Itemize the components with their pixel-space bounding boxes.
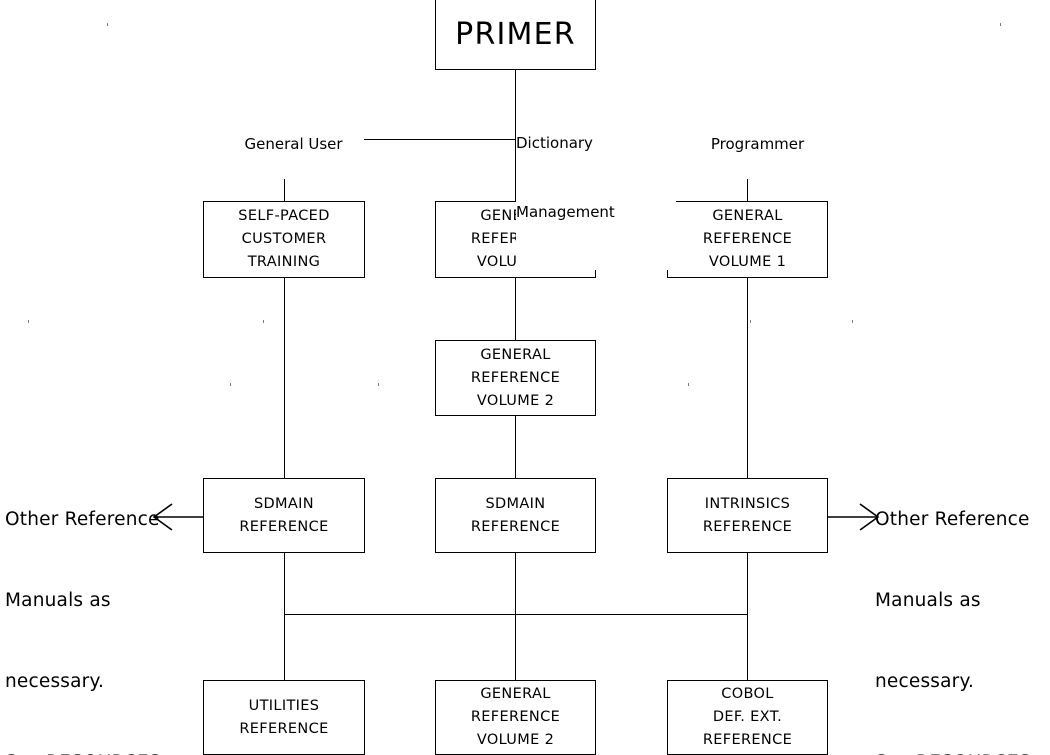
node-line: VOLUME 1: [708, 254, 787, 270]
connector-bottom-bus: [284, 614, 748, 615]
scan-speck: [263, 320, 264, 323]
connector-general-user-col: [284, 277, 285, 479]
edge-label-programmer: Programmer: [668, 110, 828, 179]
node-sdmain-reference-left[interactable]: SDMAIN REFERENCE: [203, 478, 365, 553]
node-self-paced-customer-training[interactable]: SELF-PACED CUSTOMER TRAINING: [203, 201, 365, 278]
node-line: REFERENCE: [702, 732, 793, 748]
node-line: SDMAIN: [253, 495, 315, 512]
note-line: Manuals as: [5, 590, 111, 611]
note-line: Other Reference: [875, 509, 1030, 530]
node-line: REFERENCE: [239, 518, 329, 535]
note-line: See RESOURCES.: [5, 749, 195, 755]
node-line: TRAINING: [247, 254, 321, 270]
scan-speck: [28, 320, 29, 323]
scan-speck: [852, 320, 853, 323]
connector-dictionary-drop: [515, 139, 516, 202]
node-general-reference-volume-2-bottom[interactable]: GENERAL REFERENCE VOLUME 2: [435, 680, 596, 755]
node-line: DEF. EXT.: [712, 709, 783, 725]
note-line: Other Reference: [5, 509, 160, 530]
scan-speck: [688, 383, 689, 386]
node-line: REFERENCE: [470, 518, 561, 535]
note-line: necessary.: [5, 671, 105, 692]
node-general-reference-volume-1-right[interactable]: GENERAL REFERENCE VOLUME 1: [667, 201, 828, 278]
node-line: REFERENCE: [470, 709, 561, 725]
left-note-arrow: [152, 503, 205, 531]
node-line: GENERAL: [712, 208, 783, 224]
edge-label-general-user: General User: [204, 110, 364, 179]
node-cobol-def-ext-reference[interactable]: COBOL DEF. EXT. REFERENCE: [667, 680, 828, 755]
node-line: COBOL: [721, 686, 774, 702]
node-line: UTILITIES: [248, 697, 320, 714]
node-line: INTRINSICS: [704, 495, 791, 512]
node-line: GENERAL: [480, 346, 551, 363]
node-line: REFERENCE: [239, 720, 329, 737]
right-note-arrow: [827, 503, 880, 531]
node-general-reference-volume-2-center[interactable]: GENERAL REFERENCE VOLUME 2: [435, 340, 596, 416]
node-primer[interactable]: PRIMER: [435, 0, 596, 70]
node-line: GENERAL: [480, 686, 551, 702]
node-line: CUSTOMER: [241, 231, 327, 247]
connector-programmer-col: [747, 277, 748, 479]
note-line: necessary.: [875, 671, 975, 692]
node-line: REFERENCE: [470, 369, 561, 386]
scan-speck: [378, 383, 379, 386]
node-line: VOLUME 2: [476, 392, 555, 409]
node-line: REFERENCE: [702, 518, 793, 535]
connector-primer-trunk: [515, 70, 516, 140]
node-primer-label: PRIMER: [455, 16, 576, 52]
connector-cobol-drop: [747, 614, 748, 681]
left-other-reference-note: Other Reference Manuals as necessary. Se…: [5, 452, 195, 755]
scan-speck: [750, 320, 751, 323]
note-line: Manuals as: [875, 590, 981, 611]
connector-dictionary-col-c: [515, 552, 516, 681]
node-intrinsics-reference[interactable]: INTRINSICS REFERENCE: [667, 478, 828, 553]
connector-programmer-col-2: [747, 552, 748, 615]
node-sdmain-reference-center[interactable]: SDMAIN REFERENCE: [435, 478, 596, 553]
right-other-reference-note: Other Reference Manuals as necessary. Se…: [875, 452, 1050, 755]
scan-speck: [1000, 23, 1001, 26]
connector-dictionary-col-b: [515, 416, 516, 479]
connector-general-user-col-2: [284, 552, 285, 681]
note-line: See RESOURCES.: [875, 749, 1050, 755]
scan-speck: [230, 383, 231, 386]
edge-label-dictionary-management: Dictionary Management: [516, 86, 676, 270]
node-utilities-reference[interactable]: UTILITIES REFERENCE: [203, 680, 365, 755]
node-line: REFERENCE: [702, 231, 793, 247]
scan-speck: [107, 23, 108, 26]
node-line: SDMAIN: [485, 495, 546, 512]
node-line: VOLUME 2: [476, 732, 555, 748]
node-line: SELF-PACED: [238, 208, 330, 224]
connector-dictionary-col-a: [515, 277, 516, 340]
